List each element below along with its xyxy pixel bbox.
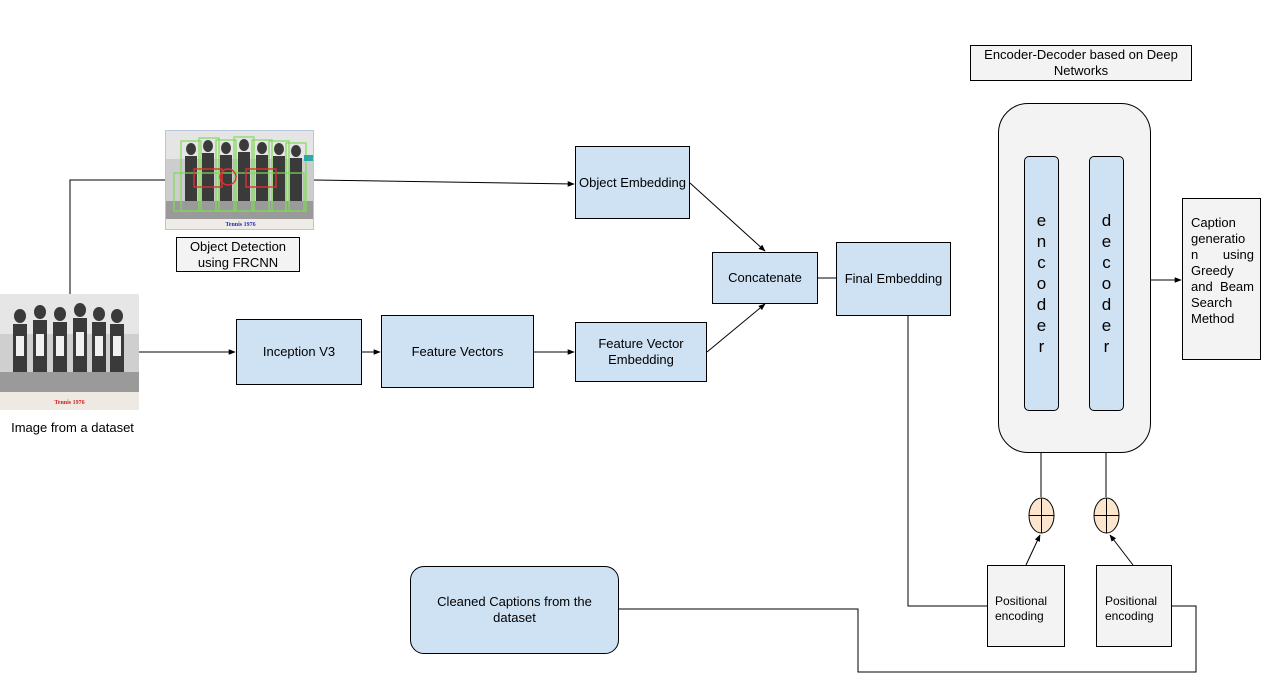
object-embedding-box: Object Embedding <box>575 146 690 219</box>
object-embedding-to-concat-arrow <box>689 182 766 252</box>
pe2-to-adder-arrow <box>1109 534 1134 566</box>
object-detection-graphic <box>166 131 313 229</box>
adder-decoder <box>1093 497 1120 534</box>
encoder-decoder-title: Encoder-Decoder based on Deep Networks <box>970 45 1192 81</box>
concatenate-box: Concatenate <box>712 252 818 304</box>
encoder-letter: e <box>1036 316 1047 335</box>
encoder-letter: n <box>1036 232 1047 251</box>
decoder-box: d e c o d e r <box>1089 156 1124 411</box>
dataset-image-graphic <box>0 294 139 410</box>
encoder-letter: r <box>1038 337 1045 356</box>
encoder-letter: e <box>1036 211 1047 230</box>
decoder-letter: e <box>1101 316 1112 335</box>
object-detection-image-caption: Tennis 1976 <box>225 222 256 228</box>
captions-to-positional-line <box>619 605 1197 673</box>
image-caption: Image from a dataset <box>11 420 134 435</box>
encoder-decoder-container <box>998 103 1151 453</box>
final-embedding-box: Final Embedding <box>836 242 951 316</box>
positional-encoding-2: Positional encoding <box>1096 565 1172 647</box>
cleaned-captions-box: Cleaned Captions from the dataset <box>410 566 619 654</box>
object-detection-label: Object Detection using FRCNN <box>176 237 300 272</box>
adder-encoder <box>1028 497 1055 534</box>
decoder-letter: c <box>1102 253 1111 272</box>
detection-to-object-embedding-arrow <box>313 179 575 187</box>
encoder-box: e n c o d e r <box>1024 156 1059 411</box>
positional-encoding-1: Positional encoding <box>987 565 1065 647</box>
caption-generation-box: Caption generatio n using Greedy and Bea… <box>1182 198 1261 360</box>
final-to-positional-line <box>907 316 987 607</box>
encoder-letter: o <box>1036 274 1047 293</box>
dataset-image-caption: Tennis 1976 <box>54 400 85 406</box>
object-detection-image: Tennis 1976 <box>165 130 314 230</box>
pe1-to-adder-arrow <box>1025 534 1041 566</box>
image-to-detection-line <box>69 179 165 295</box>
dataset-image: Tennis 1976 <box>0 294 139 410</box>
encoder-letter: c <box>1037 253 1046 272</box>
decoder-letter: r <box>1103 337 1110 356</box>
encoder-letter: d <box>1036 295 1047 314</box>
decoder-letter: d <box>1101 295 1112 314</box>
decoder-letter: e <box>1101 232 1112 251</box>
decoder-letter: d <box>1101 211 1112 230</box>
fv-embedding-to-concat-arrow <box>706 303 766 353</box>
feature-vectors-box: Feature Vectors <box>381 315 534 388</box>
feature-vector-embedding-box: Feature Vector Embedding <box>575 322 707 382</box>
inception-v3-box: Inception V3 <box>236 319 362 385</box>
decoder-letter: o <box>1101 274 1112 293</box>
